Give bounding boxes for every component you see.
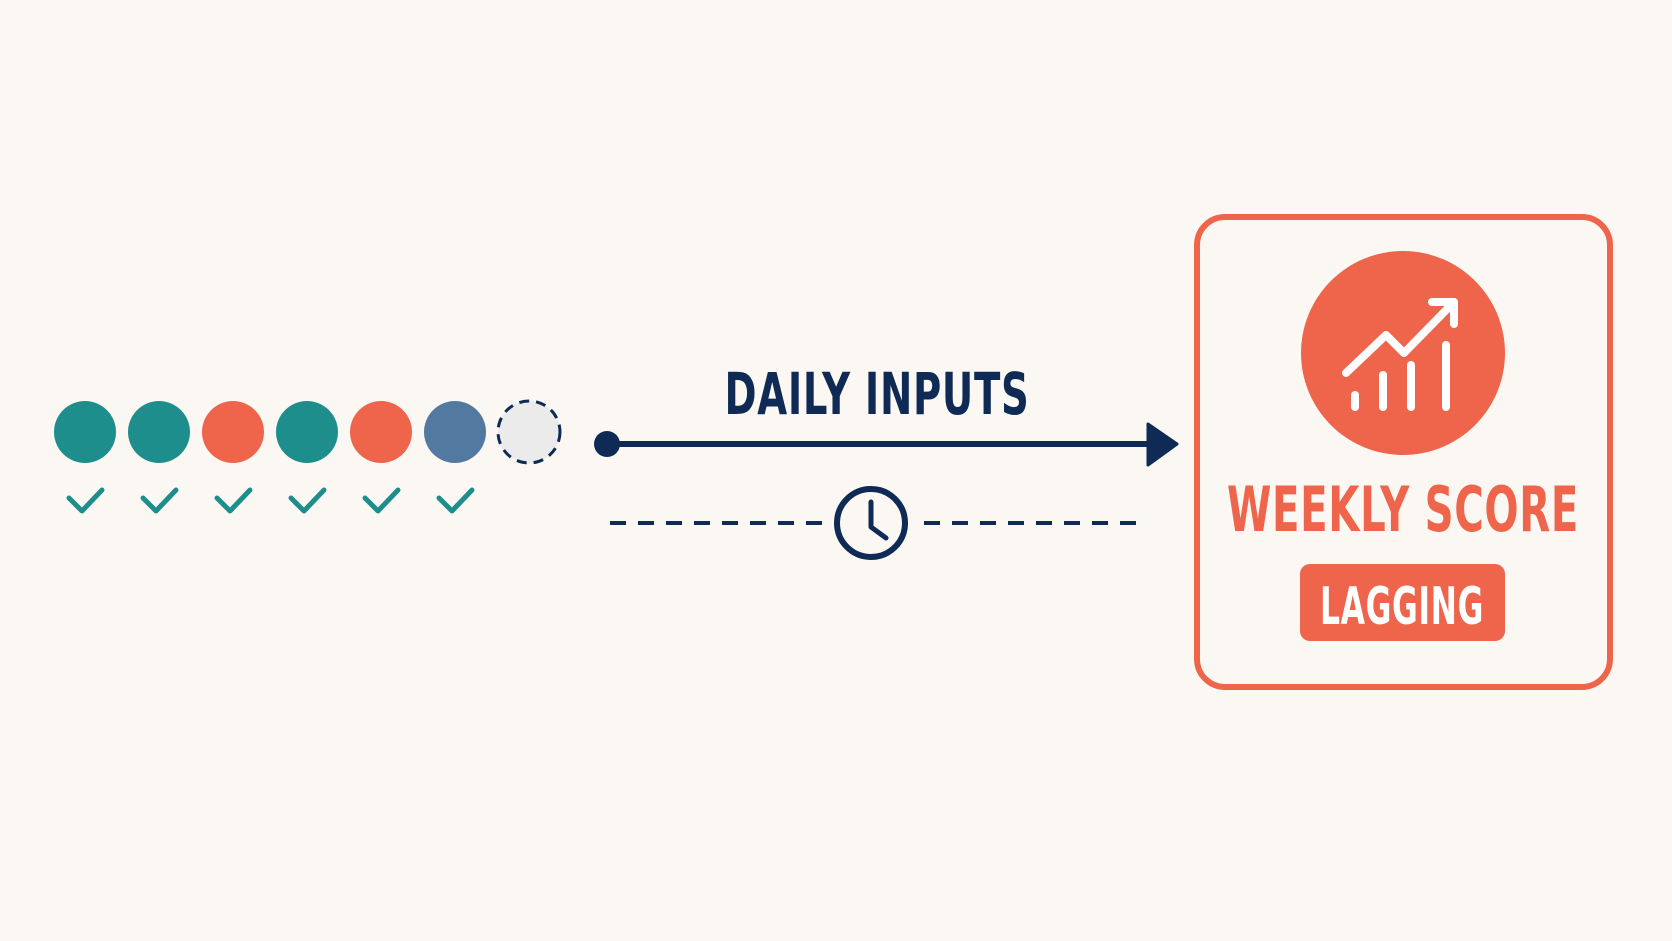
lagging-badge-label: LAGGING — [1320, 577, 1484, 637]
completed-day-dot — [202, 401, 264, 463]
completed-day-dot — [424, 401, 486, 463]
flow-label: DAILY INPUTS — [725, 360, 1030, 428]
check-icon — [288, 487, 327, 514]
completed-day-dot — [128, 401, 190, 463]
check-icon — [140, 487, 179, 514]
pending-day-dot — [496, 399, 562, 465]
clock-icon — [834, 486, 908, 560]
arrow-right-icon — [1146, 422, 1179, 467]
completed-day-dot — [350, 401, 412, 463]
weekly-score-card: WEEKLY SCORE LAGGING — [1194, 214, 1613, 690]
flow-arrow — [594, 422, 1179, 467]
check-icon — [362, 487, 401, 514]
lagging-badge: LAGGING — [1300, 564, 1505, 641]
check-icon — [436, 487, 475, 514]
daily-input-dots — [54, 399, 562, 514]
check-icon — [214, 487, 253, 514]
score-card-title: WEEKLY SCORE — [1227, 473, 1579, 546]
check-icon — [66, 487, 105, 514]
completed-day-dot — [54, 401, 116, 463]
completed-day-dot — [276, 401, 338, 463]
trending-chart-icon — [1301, 251, 1505, 455]
time-delay-indicator — [610, 486, 1146, 560]
